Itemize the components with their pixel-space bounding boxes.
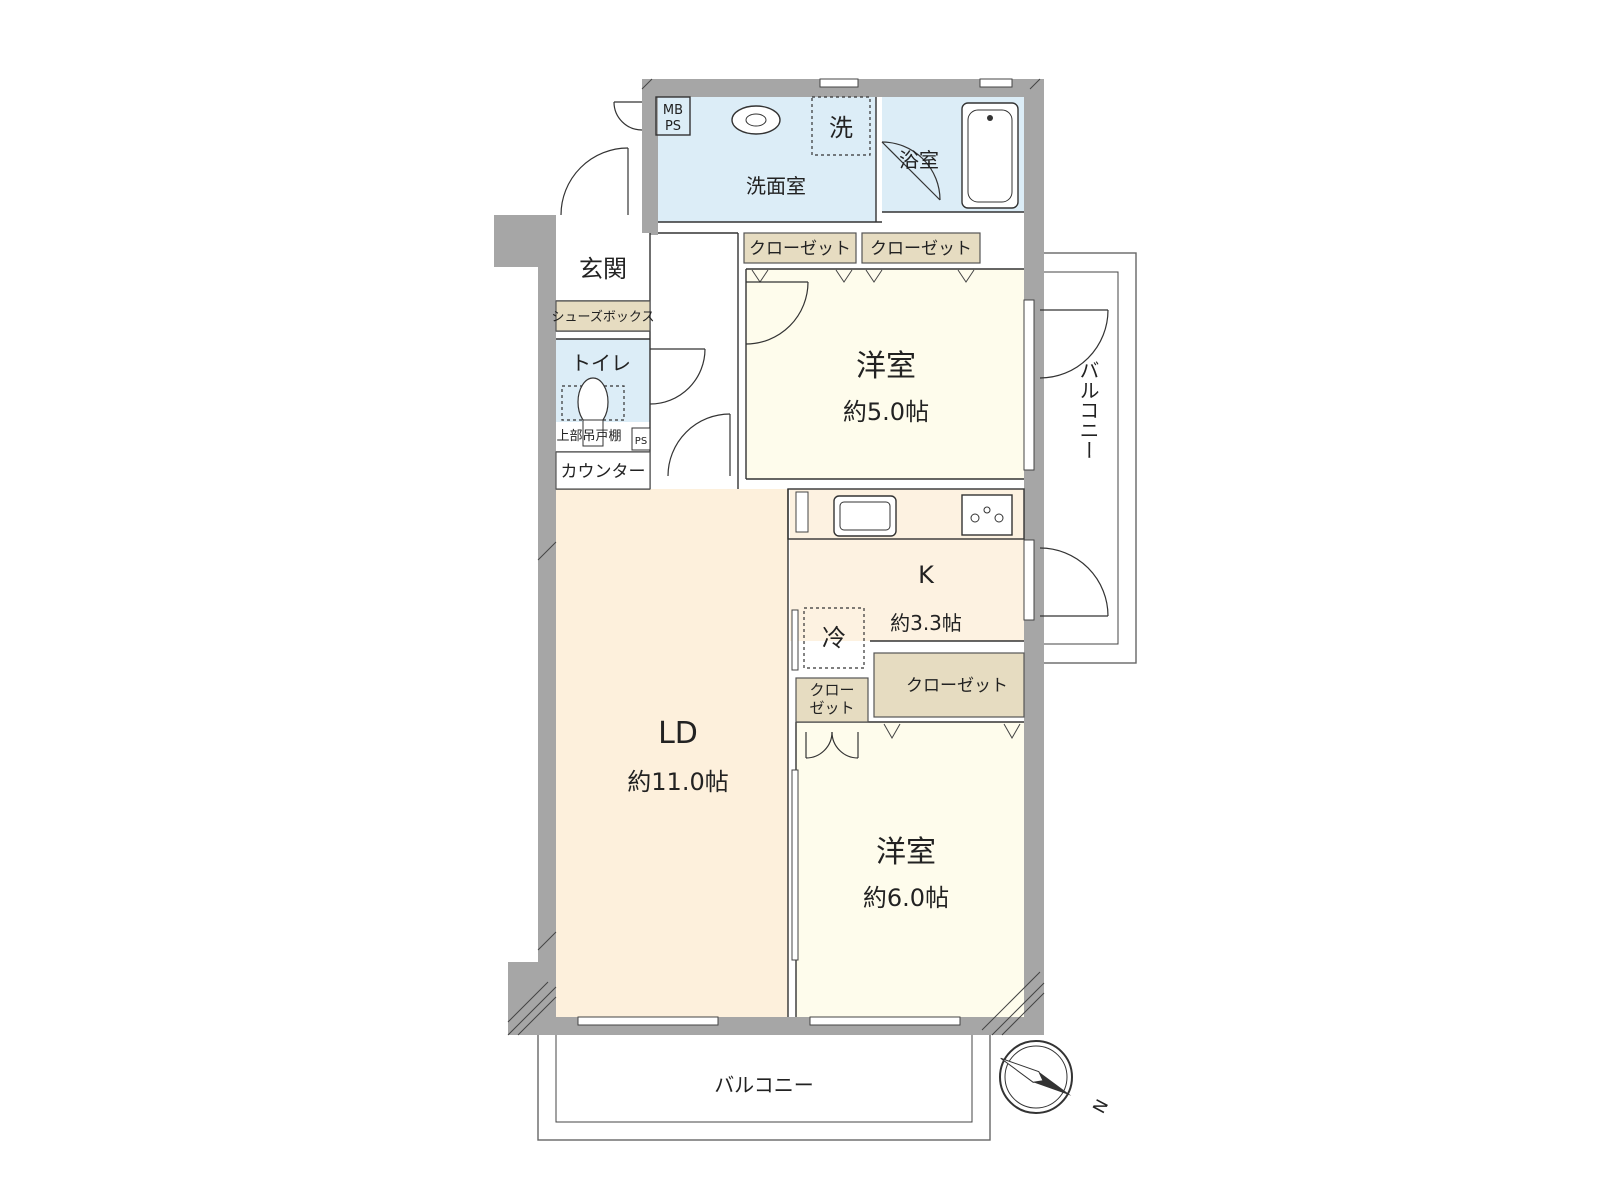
bathtub-icon — [961, 102, 1019, 209]
doors — [560, 101, 1109, 759]
windows — [577, 78, 1035, 1026]
toilet-label: トイレ — [571, 351, 631, 375]
ps-label: PS — [635, 436, 647, 447]
toilet-icon — [561, 377, 625, 447]
closet-north-right-label: クローゼット — [870, 239, 972, 259]
closet-north-left-label: クローゼット — [749, 239, 851, 259]
washer-label: 洗 — [829, 114, 853, 142]
bath-label: 浴室 — [899, 148, 939, 172]
kitchen-area: 約3.3帖 — [890, 611, 962, 635]
kitchen-name: K — [918, 561, 935, 589]
compass-icon — [999, 1040, 1073, 1114]
closet-south-small-label-1: クロー — [809, 681, 854, 699]
wall-hatching — [507, 78, 1045, 1036]
bedroom-north-name: 洋室 — [856, 349, 916, 384]
mbps-label-2: PS — [665, 119, 681, 134]
labels: MB PS 洗 洗面室 浴室 玄関 シューズボックス トイレ 上部吊戸棚 PS … — [552, 103, 1111, 1116]
ps-box — [631, 427, 651, 451]
washer-space — [811, 96, 871, 156]
ld-area: 約11.0帖 — [627, 768, 728, 796]
ld-name: LD — [658, 716, 698, 751]
washbasin-icon — [731, 105, 781, 135]
balcony-south — [537, 1021, 991, 1141]
closet-south-small-label-2: ゼット — [809, 699, 854, 717]
balcony-south-label: バルコニー — [714, 1073, 814, 1097]
bedroom-north-area: 約5.0帖 — [843, 398, 929, 426]
washroom-label: 洗面室 — [746, 174, 806, 198]
mbps-label-1: MB — [663, 103, 683, 118]
fridge-label: 冷 — [822, 624, 846, 652]
balcony-east-label: バルコニー — [1076, 360, 1100, 460]
closet-south-large-label: クローゼット — [906, 676, 1008, 696]
bedroom-south-area: 約6.0帖 — [863, 884, 949, 912]
bedroom-south-name: 洋室 — [876, 835, 936, 870]
balcony-east — [1039, 252, 1137, 664]
compass-label: N — [1087, 1095, 1111, 1116]
stove-icon — [961, 494, 1013, 536]
entrance-label: 玄関 — [579, 255, 627, 283]
kitchen-sink-icon — [833, 495, 897, 537]
upper-shelf-label: 上部吊戸棚 — [556, 429, 621, 444]
counter-label: カウンター — [561, 462, 646, 482]
closets — [555, 232, 1025, 723]
shoe-box-label: シューズボックス — [552, 309, 655, 325]
